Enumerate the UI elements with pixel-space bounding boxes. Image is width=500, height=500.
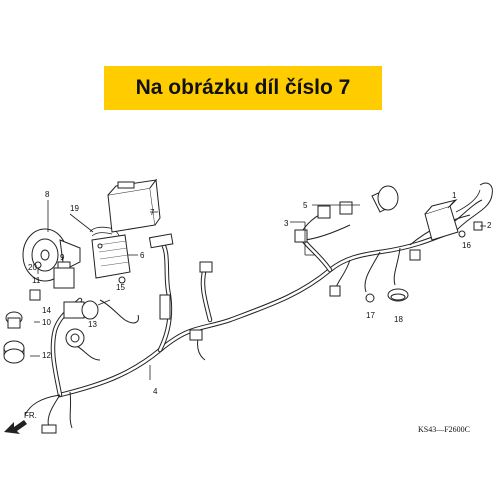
callout-5: 5 <box>303 201 308 210</box>
callout-8: 8 <box>45 190 50 199</box>
relay-part <box>53 261 75 289</box>
bolt-17-part <box>365 293 375 303</box>
band-clamp-18-part <box>387 288 409 302</box>
callout-10: 10 <box>42 318 51 327</box>
ignition-coil-1-part <box>424 189 481 241</box>
callout-14: 14 <box>42 306 51 315</box>
bolt-15-part <box>118 276 126 284</box>
callout-7: 7 <box>150 208 155 217</box>
bulb-socket-10-part <box>5 311 23 329</box>
callout-20: 20 <box>28 263 37 272</box>
harness-connectors <box>41 201 421 434</box>
switch-14-part <box>63 299 111 320</box>
leader-lines <box>30 199 486 380</box>
callout-4: 4 <box>153 387 158 396</box>
bracket-part <box>89 226 121 239</box>
callout-6: 6 <box>140 251 145 260</box>
callout-13: 13 <box>88 320 97 329</box>
banner-text: Na obrázku díl číslo 7 <box>135 76 351 99</box>
callout-numbers: 1 2 3 4 5 6 7 8 9 10 11 12 13 14 15 16 1… <box>28 190 492 396</box>
callout-16: 16 <box>462 241 471 250</box>
callout-11: 11 <box>32 276 41 285</box>
callout-1: 1 <box>452 191 457 200</box>
callout-19: 19 <box>70 204 79 213</box>
callout-17: 17 <box>366 311 375 320</box>
bulb-5-part <box>371 185 399 213</box>
callout-9: 9 <box>60 253 65 262</box>
callout-12: 12 <box>42 351 51 360</box>
control-unit-part <box>107 178 161 233</box>
front-arrow-label: FR. <box>24 411 37 420</box>
regulator-part <box>91 234 131 279</box>
rubber-cap-12-part <box>3 340 25 364</box>
diagram-code: KS43—F2600C <box>418 425 470 434</box>
callout-18: 18 <box>394 315 403 324</box>
connector-11-part <box>29 289 41 301</box>
highlight-banner: Na obrázku díl číslo 7 <box>104 66 382 110</box>
callout-15: 15 <box>116 283 125 292</box>
bolt-16-part <box>458 230 466 238</box>
screw-20-part <box>34 261 42 274</box>
callout-2: 2 <box>487 221 492 230</box>
callout-3: 3 <box>284 219 289 228</box>
front-direction-arrow: FR. <box>4 411 37 434</box>
sensor-13-part <box>65 328 85 348</box>
